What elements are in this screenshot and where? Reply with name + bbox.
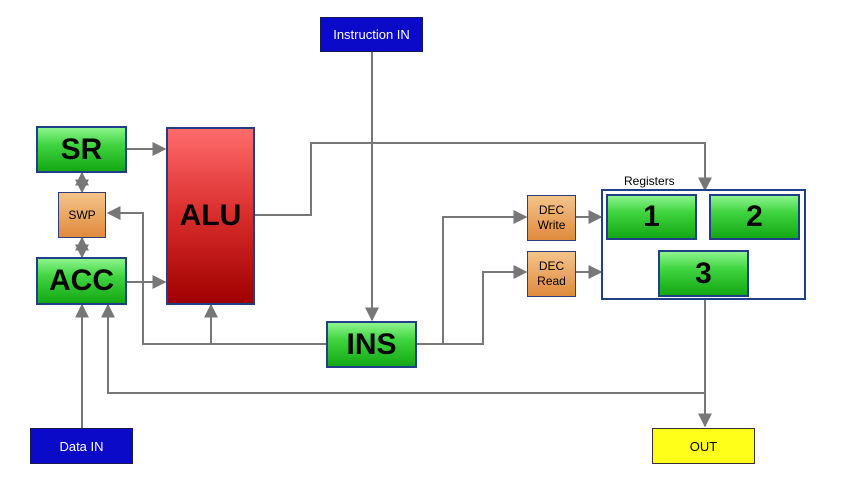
out-block: OUT <box>652 428 755 464</box>
ins-to-decwrite-line <box>417 210 528 345</box>
ins-block: INS <box>326 321 417 368</box>
instruction-in-block: Instruction IN <box>320 17 423 52</box>
registers-label: Registers <box>624 174 675 188</box>
ins-to-swp-line <box>106 206 211 345</box>
register-3-block: 3 <box>658 250 749 297</box>
sr-block: SR <box>36 126 127 173</box>
dec-read-block: DEC Read <box>527 251 576 297</box>
register-1-block: 1 <box>606 194 697 240</box>
ins-to-decread-line <box>443 265 528 345</box>
dec-write-block: DEC Write <box>527 195 576 241</box>
dec-read-line1: DEC <box>538 259 565 273</box>
data-in-block: Data IN <box>30 428 133 464</box>
register-2-block: 2 <box>709 194 800 240</box>
dec-write-line2: Write <box>537 218 566 232</box>
registers-group <box>601 189 806 300</box>
swp-block: SWP <box>58 192 106 238</box>
reg-to-acc-line <box>101 303 705 394</box>
dec-write-line1: DEC <box>538 203 565 217</box>
dec-read-line2: Read <box>537 274 566 288</box>
alu-block: ALU <box>166 127 255 305</box>
alu-to-registers-line <box>255 142 712 216</box>
acc-block: ACC <box>36 257 127 305</box>
ins-to-alu-line <box>204 303 326 345</box>
